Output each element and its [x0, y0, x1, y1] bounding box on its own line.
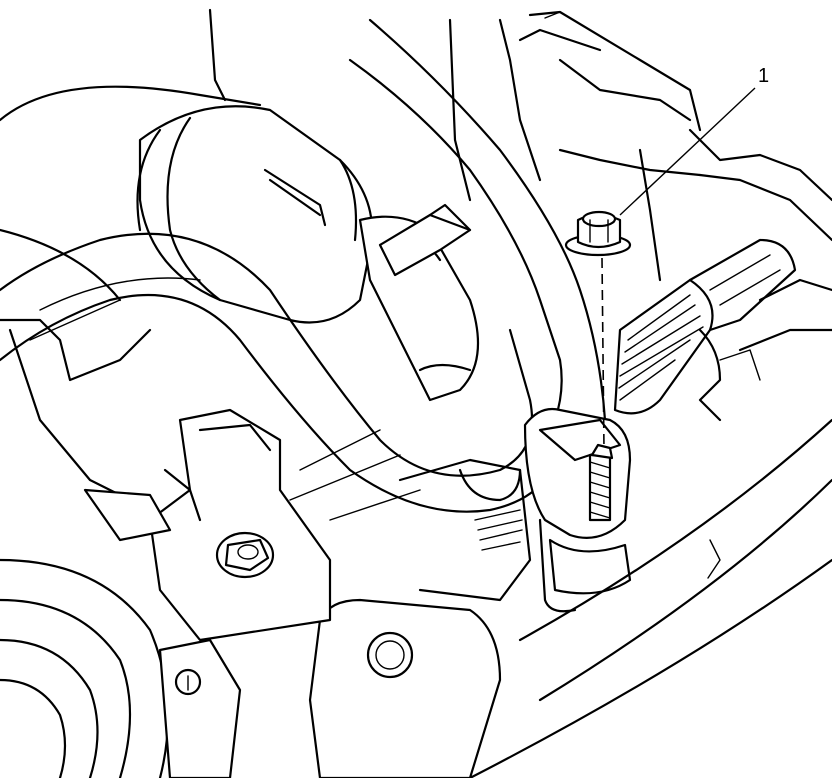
upper-hose [358, 203, 480, 402]
lower-bracket [308, 598, 502, 778]
background-structure [208, 8, 832, 242]
hose-clamp [378, 213, 472, 277]
callout-leader [619, 87, 756, 216]
u-shaped-pipe [0, 232, 562, 513]
corrugated-hose [613, 238, 797, 415]
air-intake-cylinder [136, 105, 374, 324]
right-bracket [698, 278, 832, 422]
detail-lines [289, 148, 662, 521]
mounting-bracket [83, 408, 332, 642]
callout-1: 1 [619, 65, 769, 216]
bracket-hole [366, 631, 414, 679]
callout-label: 1 [758, 65, 769, 87]
install-direction-line [601, 257, 605, 451]
round-housing [0, 558, 242, 778]
mounting-bolt [215, 531, 275, 579]
threaded-stud [588, 443, 614, 522]
lower-panel [468, 418, 832, 778]
line-fitting-block [523, 407, 632, 613]
ribbed-component [398, 458, 532, 602]
ac-line [348, 18, 607, 422]
flange-nut [564, 210, 632, 257]
